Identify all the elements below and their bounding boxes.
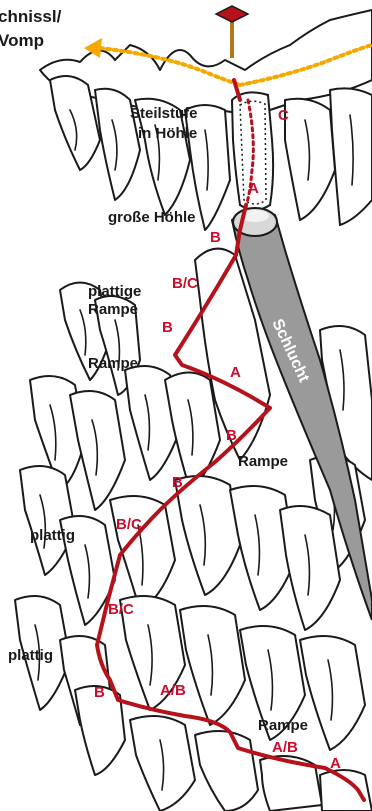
grade-ab-bottom: A/B — [160, 682, 186, 699]
grade-b-bottom: B — [94, 684, 105, 701]
grade-a-cave: A — [248, 180, 259, 197]
cave — [232, 92, 277, 236]
grade-bc-upper: B/C — [172, 275, 198, 292]
label-steilstufe-line1: Steilstufe — [130, 105, 198, 122]
grade-ab-final: A/B — [272, 739, 298, 756]
grade-b-upper: B — [162, 319, 173, 336]
summit-cross-icon — [216, 6, 248, 58]
label-steilstufe-line2: in Höhle — [138, 125, 197, 142]
label-plattige-rampe-line1: plattige — [88, 283, 141, 300]
grade-b-lower: B — [172, 474, 183, 491]
grade-b-mid: B — [226, 427, 237, 444]
grade-b-cave: B — [210, 229, 221, 246]
label-rampe-upper: Rampe — [88, 355, 138, 372]
grade-c-top: C — [278, 107, 289, 124]
destination-label-line2: Vomp — [0, 31, 44, 50]
label-rampe-mid: Rampe — [238, 453, 288, 470]
grade-bc-lower: B/C — [108, 601, 134, 618]
grade-a-final: A — [330, 755, 341, 772]
grade-a-mid: A — [230, 364, 241, 381]
label-plattige-rampe-line2: Rampe — [88, 301, 138, 318]
destination-label-line1: chnissl/ — [0, 7, 62, 26]
label-plattig-upper: plattig — [30, 527, 75, 544]
label-rampe-bottom: Rampe — [258, 717, 308, 734]
grade-bc-mid: B/C — [116, 516, 142, 533]
label-grosse-hoehle: große Höhle — [108, 209, 196, 226]
label-plattig-lower: plattig — [8, 647, 53, 664]
